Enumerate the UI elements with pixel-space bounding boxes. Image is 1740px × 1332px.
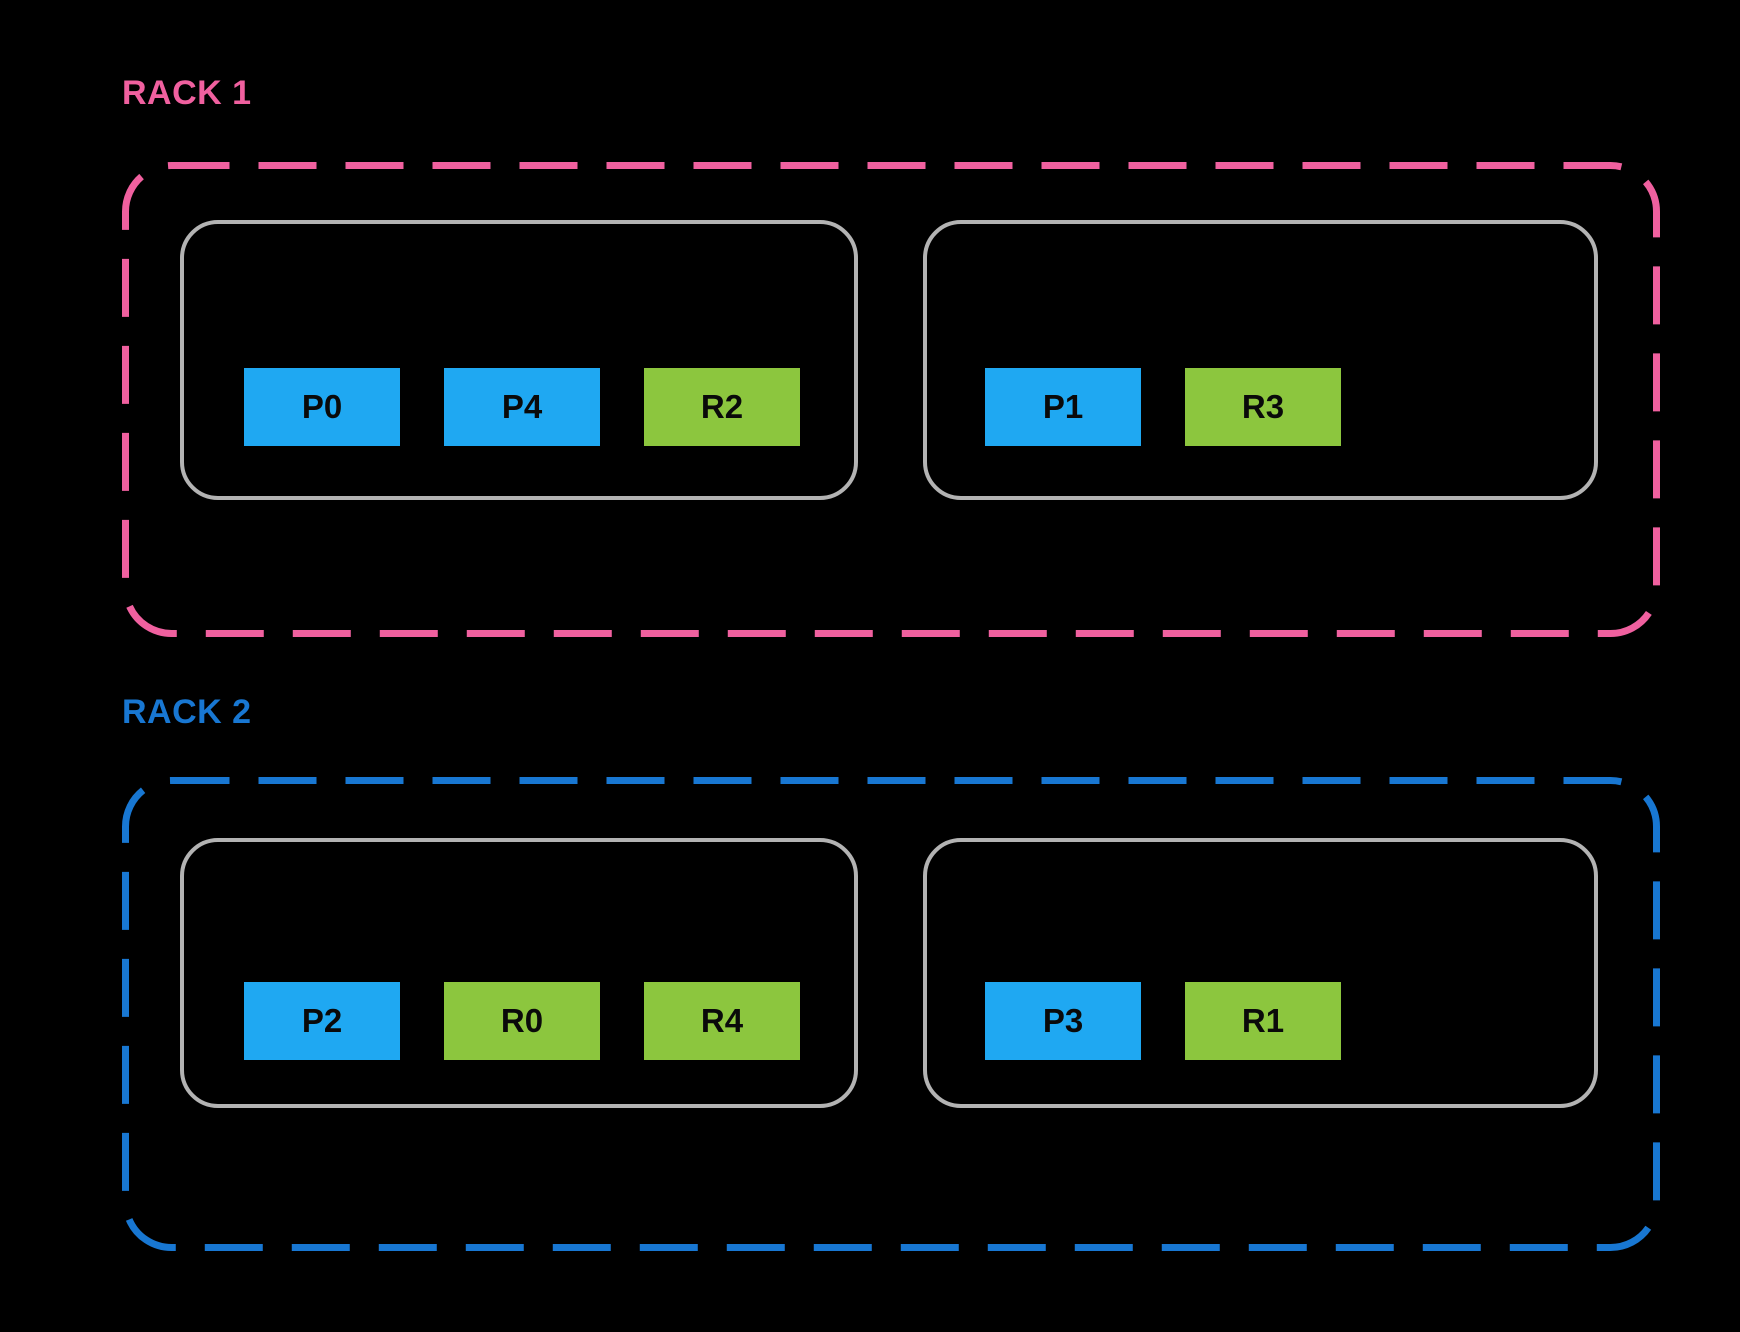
partition-block: P1 bbox=[985, 368, 1141, 446]
rack-2-dashed-border bbox=[122, 777, 1660, 1251]
blocks-row: P3 R1 bbox=[985, 982, 1341, 1060]
machine-node: P0 P4 R2 bbox=[180, 220, 858, 500]
replica-block: R3 bbox=[1185, 368, 1341, 446]
rack-2-label: RACK 2 bbox=[122, 693, 252, 731]
partition-block: P3 bbox=[985, 982, 1141, 1060]
blocks-row: P0 P4 R2 bbox=[244, 368, 800, 446]
rack-1-dashed-border bbox=[122, 162, 1660, 637]
rack-1-label: RACK 1 bbox=[122, 74, 252, 112]
machine-node: P2 R0 R4 bbox=[180, 838, 858, 1108]
machine-node: P3 R1 bbox=[923, 838, 1598, 1108]
rack-2: P2 R0 R4 P3 R1 bbox=[122, 777, 1660, 1251]
blocks-row: P2 R0 R4 bbox=[244, 982, 800, 1060]
partition-block: P4 bbox=[444, 368, 600, 446]
rack-1: P0 P4 R2 P1 R3 bbox=[122, 162, 1660, 637]
machine-node: P1 R3 bbox=[923, 220, 1598, 500]
replica-block: R2 bbox=[644, 368, 800, 446]
replica-block: R4 bbox=[644, 982, 800, 1060]
partition-block: P0 bbox=[244, 368, 400, 446]
replica-block: R1 bbox=[1185, 982, 1341, 1060]
replica-block: R0 bbox=[444, 982, 600, 1060]
partition-block: P2 bbox=[244, 982, 400, 1060]
blocks-row: P1 R3 bbox=[985, 368, 1341, 446]
